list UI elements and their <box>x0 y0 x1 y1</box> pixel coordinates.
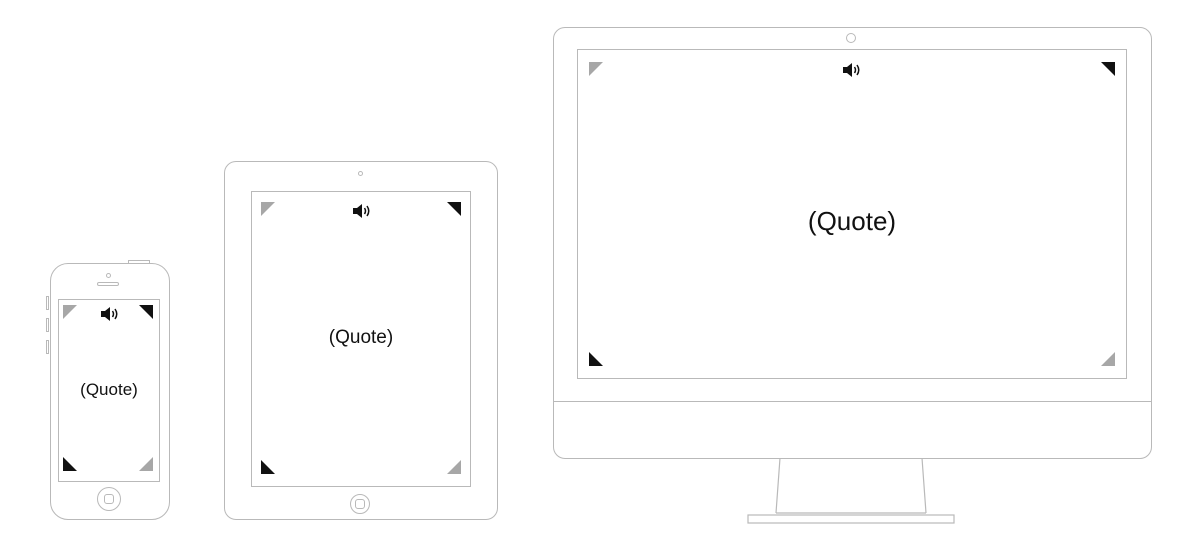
phone-camera <box>106 273 111 278</box>
tablet-home-button[interactable] <box>350 494 370 514</box>
bottom-left-corner-marker <box>63 457 77 471</box>
desktop-screen: (Quote) <box>577 49 1127 379</box>
bottom-left-corner-marker <box>261 460 275 474</box>
desktop-camera <box>846 33 856 43</box>
phone-screen: (Quote) <box>58 299 160 482</box>
tablet-camera <box>358 171 363 176</box>
bottom-right-corner-marker <box>447 460 461 474</box>
top-left-corner-marker <box>63 305 77 319</box>
top-right-corner-marker <box>139 305 153 319</box>
phone-volume-button <box>46 340 49 354</box>
top-left-corner-marker <box>589 62 603 76</box>
top-right-corner-marker <box>1101 62 1115 76</box>
phone-volume-button <box>46 296 49 310</box>
tablet-screen: (Quote) <box>251 191 471 487</box>
speaker-icon[interactable] <box>352 203 372 219</box>
quote-text: (Quote) <box>328 327 394 348</box>
desktop-stand <box>747 457 955 524</box>
phone-volume-button <box>46 318 49 332</box>
phone-home-button-inner <box>104 494 114 504</box>
phone-earpiece <box>97 282 119 286</box>
speaker-icon[interactable] <box>100 306 120 322</box>
phone-home-button[interactable] <box>97 487 121 511</box>
quote-text: (Quote) <box>80 380 138 399</box>
top-right-corner-marker <box>447 202 461 216</box>
bottom-right-corner-marker <box>1101 352 1115 366</box>
bottom-left-corner-marker <box>589 352 603 366</box>
tablet-home-button-inner <box>355 499 365 509</box>
speaker-icon[interactable] <box>842 62 862 78</box>
bottom-right-corner-marker <box>139 457 153 471</box>
top-left-corner-marker <box>261 202 275 216</box>
quote-text: (Quote) <box>807 206 897 236</box>
desktop-chin-divider <box>554 401 1151 402</box>
